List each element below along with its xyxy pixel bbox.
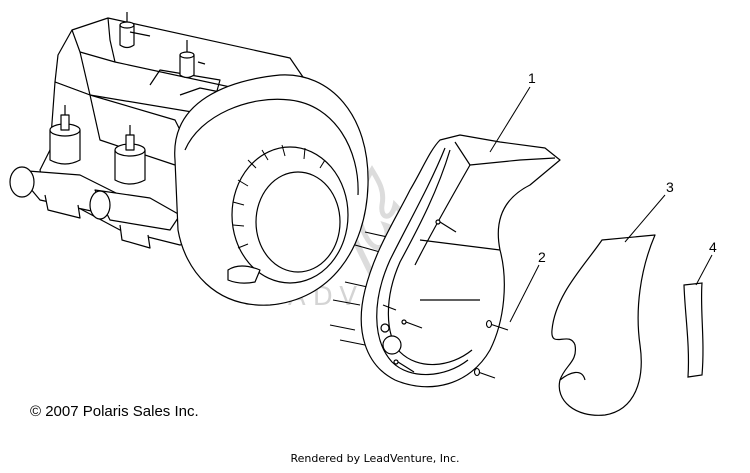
carburetor-right bbox=[89, 125, 181, 249]
strip-part-4 bbox=[683, 282, 704, 378]
copyright-notice: © 2007 Polaris Sales Inc. bbox=[30, 403, 199, 420]
engine-assembly bbox=[9, 12, 369, 306]
callout-4: 4 bbox=[709, 239, 717, 255]
callout-2: 2 bbox=[538, 249, 546, 265]
rendered-by-footer: Rendered by LeadVenture, Inc. bbox=[290, 452, 460, 465]
callout-3: 3 bbox=[666, 179, 674, 195]
leader-line-2 bbox=[509, 264, 540, 323]
screws-part-2 bbox=[473, 319, 509, 379]
fan-cover-part-1 bbox=[360, 134, 561, 388]
leader-line-3 bbox=[624, 194, 666, 243]
screw-lower bbox=[473, 367, 496, 379]
callout-1: 1 bbox=[528, 70, 536, 86]
fan-housing bbox=[174, 74, 369, 306]
screw-upper bbox=[485, 319, 509, 331]
panel-part-3 bbox=[551, 234, 656, 416]
leader-line-1 bbox=[489, 86, 531, 153]
leader-lines bbox=[489, 86, 713, 323]
leader-line-4 bbox=[695, 254, 713, 286]
